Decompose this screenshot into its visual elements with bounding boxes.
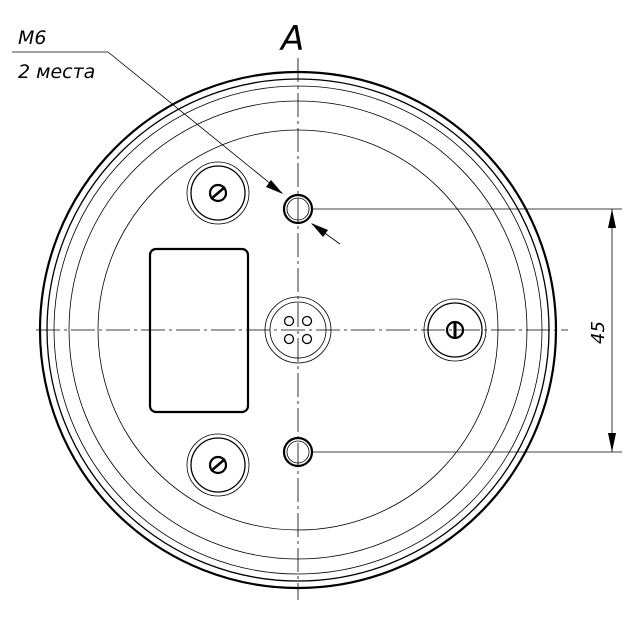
- dimension-value: 45: [588, 321, 609, 344]
- screw-bottom-left: [186, 433, 250, 497]
- thread-quantity-label: 2 места: [18, 61, 95, 83]
- dimension-arrow-top: [608, 209, 616, 228]
- dimension-arrow-bottom: [608, 433, 616, 452]
- callout-leader-line: [107, 51, 283, 194]
- screw-right: [423, 298, 487, 362]
- screw-top-left: [186, 161, 250, 225]
- thread-size-label: M6: [18, 27, 46, 49]
- display-window: [148, 247, 250, 414]
- view-label: A: [279, 19, 304, 59]
- callout-arrow-head-2: [311, 223, 328, 237]
- center-connector: [264, 296, 332, 364]
- callout-arrow-head: [266, 180, 283, 194]
